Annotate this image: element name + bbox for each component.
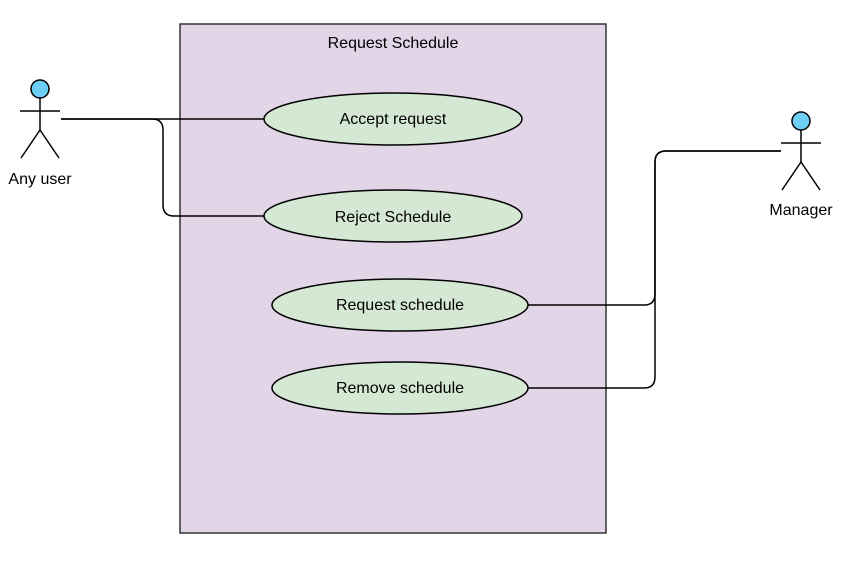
use-case-request-schedule[interactable]: Request schedule <box>271 278 529 332</box>
use-case-label: Request schedule <box>336 297 464 314</box>
actor-left-leg <box>20 129 41 159</box>
connector-manager-remove-schedule <box>528 150 781 389</box>
use-case-label: Remove schedule <box>336 380 464 397</box>
use-case-accept-request[interactable]: Accept request <box>263 92 523 146</box>
use-case-shape <box>263 189 523 243</box>
use-case-shape <box>271 361 529 415</box>
actor-head <box>30 79 50 99</box>
actor-manager[interactable]: Manager <box>769 111 833 219</box>
actor-right-leg <box>800 161 821 191</box>
use-case-reject-schedule[interactable]: Reject Schedule <box>263 189 523 243</box>
use-case-label: Reject Schedule <box>335 209 452 226</box>
actor-head <box>791 111 811 131</box>
use-case-label: Accept request <box>340 111 447 128</box>
actor-left-leg <box>781 161 802 191</box>
actor-label: Manager <box>769 202 833 219</box>
actor-label: Any user <box>8 171 72 188</box>
system-title: Request Schedule <box>328 35 459 52</box>
use-case-shape <box>271 278 529 332</box>
connector-any-user-reject-schedule <box>61 118 264 217</box>
use-case-remove-schedule[interactable]: Remove schedule <box>271 361 529 415</box>
actor-any-user[interactable]: Any user <box>8 79 72 188</box>
actor-right-leg <box>39 129 60 159</box>
use-case-shape <box>263 92 523 146</box>
